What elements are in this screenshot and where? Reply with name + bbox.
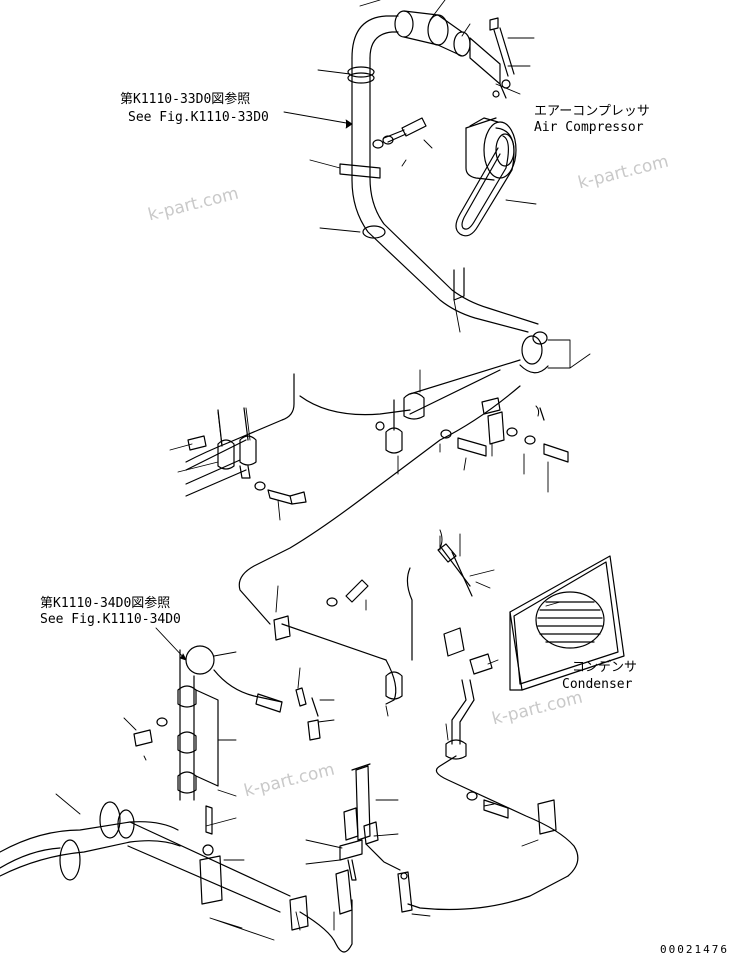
mid-clamp-group <box>273 567 413 705</box>
bottom-center-parts <box>335 763 413 915</box>
document-number: 00021476 <box>660 943 729 956</box>
callout-arrows <box>155 111 353 661</box>
lower-left-assembly <box>0 645 353 953</box>
condenser-jp-label: コンデンサ <box>572 660 638 675</box>
ref-33d0-jp-label: 第K1110-33D0図参照 <box>120 92 251 107</box>
leader-lines <box>55 0 591 941</box>
condenser-en-label: Condenser <box>562 677 633 692</box>
middle-hose-lines <box>185 359 569 625</box>
bolt-washer-upper <box>372 117 427 149</box>
upper-refrigerant-hose <box>339 10 549 374</box>
air-compressor-en-label: Air Compressor <box>534 120 644 135</box>
ref-34d0-en-label: See Fig.K1110-34D0 <box>40 612 181 627</box>
air-compressor-jp-label: エアーコンプレッサ <box>534 104 650 119</box>
ref-33d0-en-label: See Fig.K1110-33D0 <box>128 110 269 125</box>
ref-34d0-jp-label: 第K1110-34D0図参照 <box>40 596 171 611</box>
air-compressor <box>455 17 517 237</box>
small-arc-markers <box>439 405 540 549</box>
condenser <box>407 543 625 911</box>
